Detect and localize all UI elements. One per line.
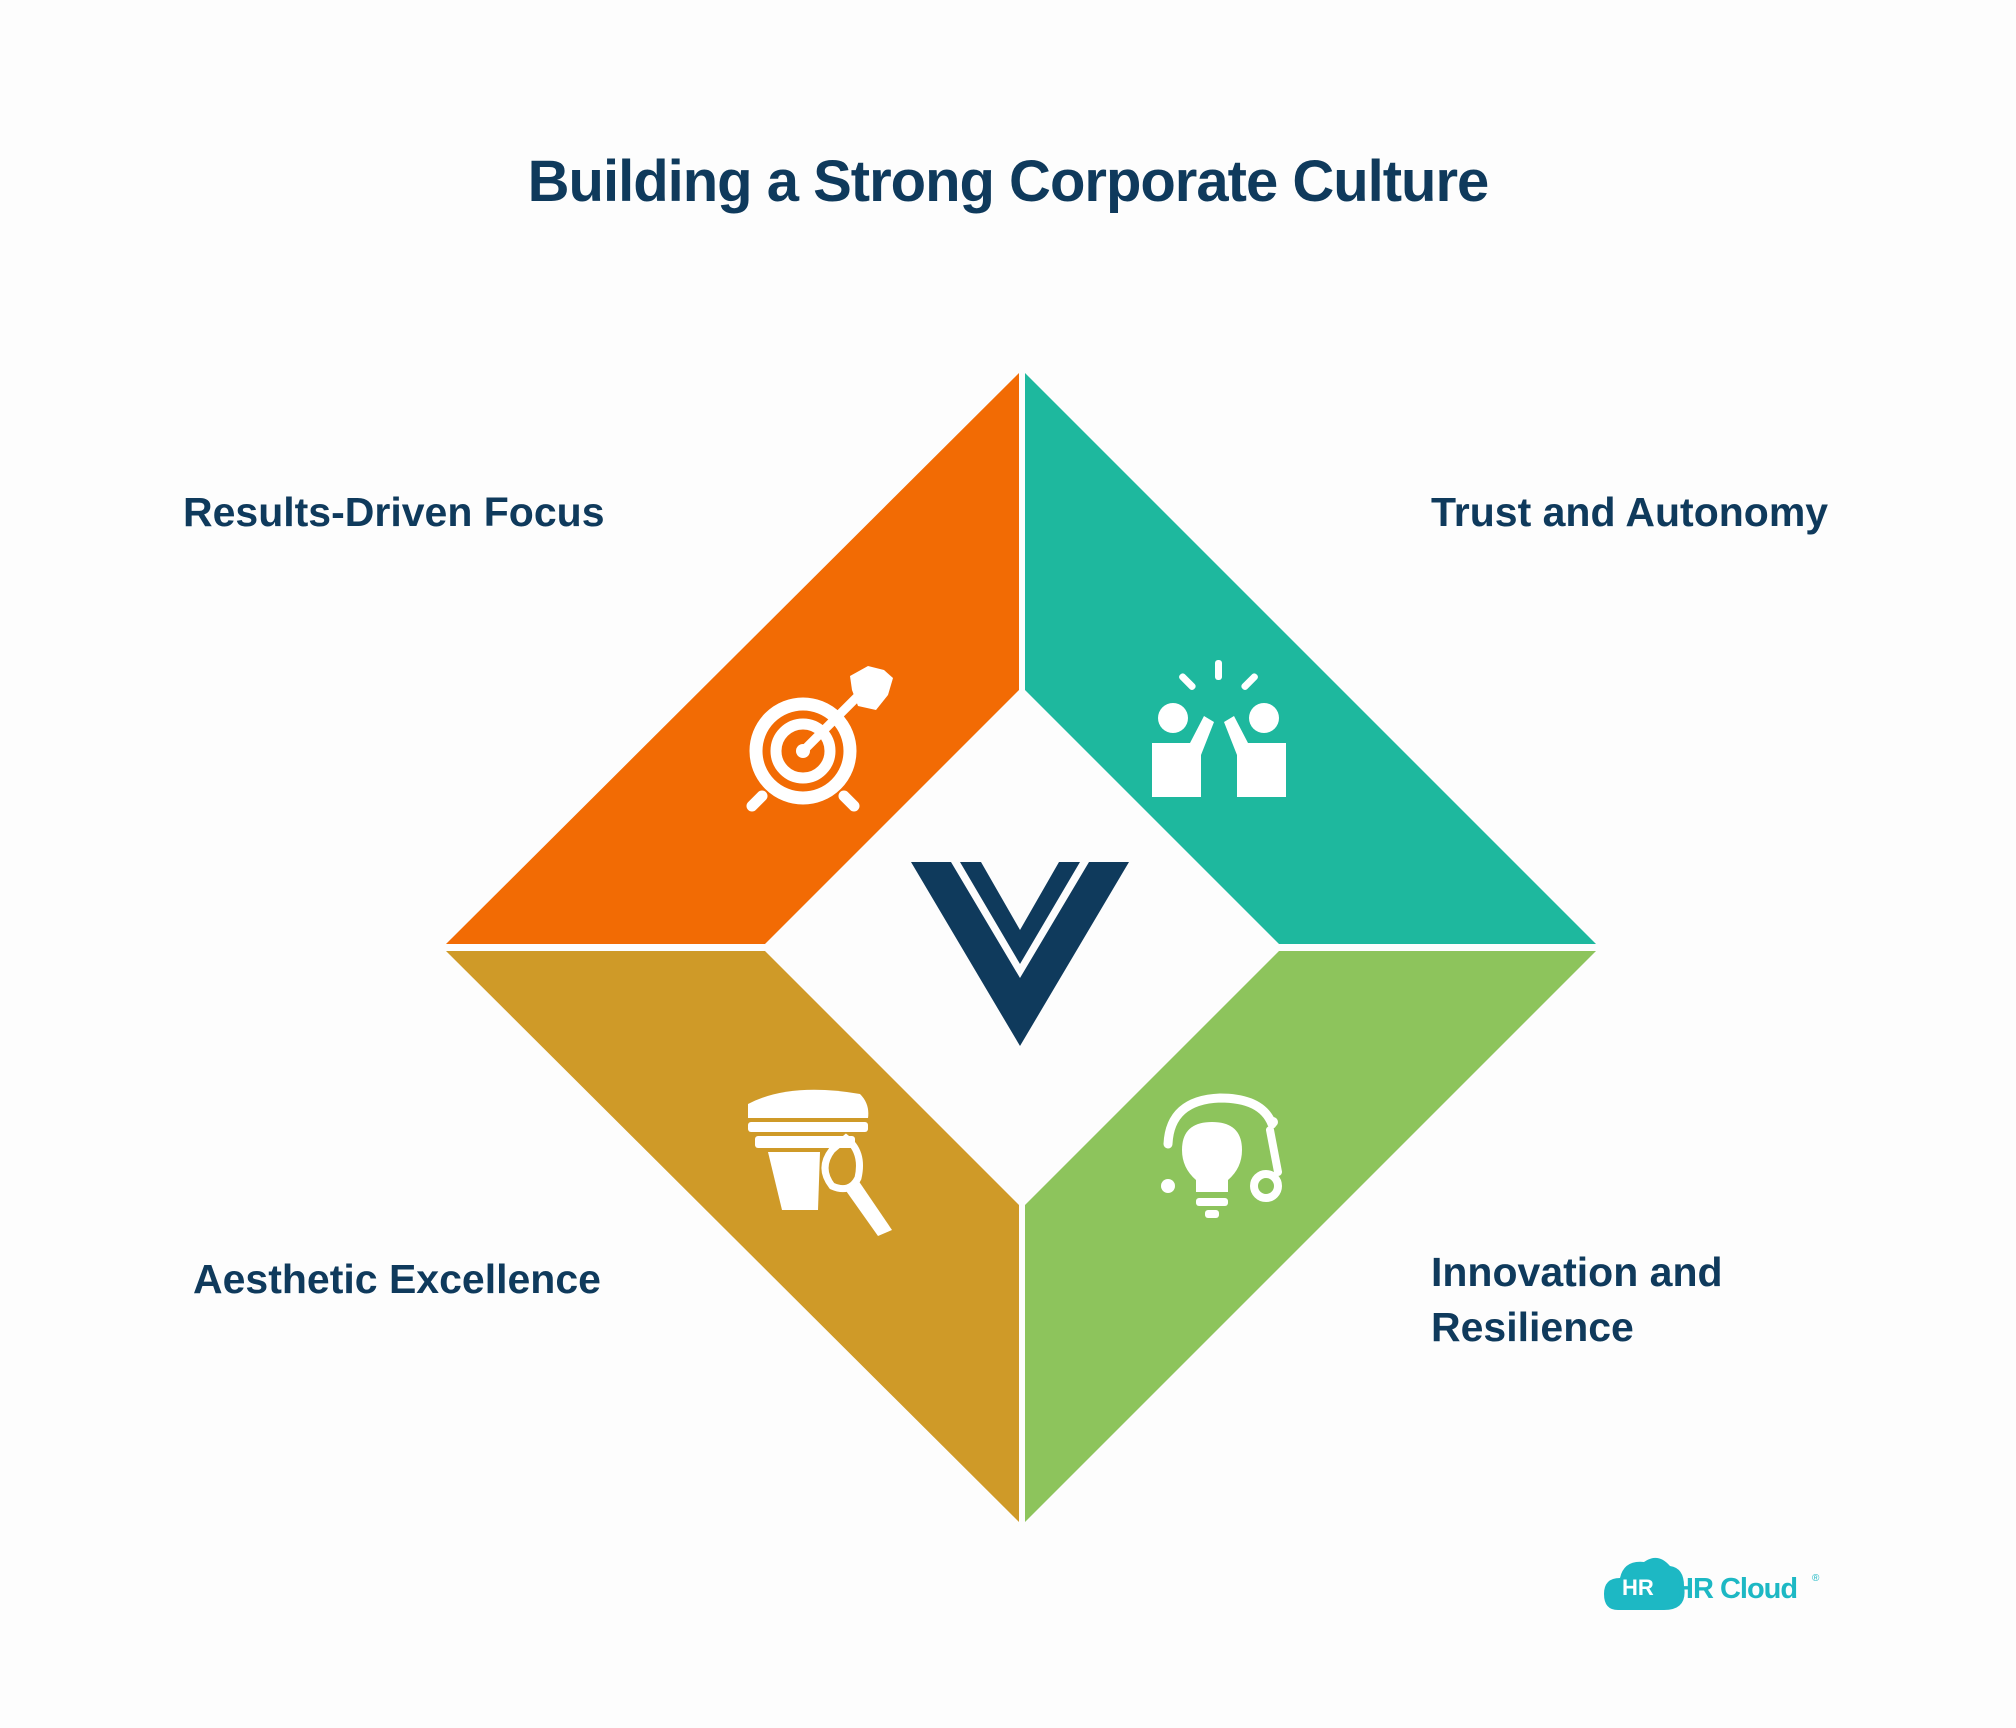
lightbulb-icon [1161, 1093, 1282, 1218]
label-innovation-line2: Resilience [1431, 1304, 1634, 1350]
target-arrow-icon [746, 666, 893, 812]
label-aesthetic-excellence: Aesthetic Excellence [193, 1256, 601, 1302]
quadrant-bottom-left [446, 951, 1019, 1522]
label-innovation-line1: Innovation and [1431, 1249, 1723, 1295]
brand-name: HR Cloud [1673, 1573, 1798, 1605]
diagram-title: Building a Strong Corporate Culture [527, 149, 1490, 214]
v-logo-icon [911, 862, 1129, 1046]
label-innovation-and-resilience: Innovation and Resilience [1431, 1245, 1723, 1355]
high-five-icon [1152, 660, 1286, 797]
hr-cloud-logo-icon [1604, 1557, 1685, 1610]
quadrant-top-left [446, 373, 1019, 944]
artist-brush-icon [748, 1089, 892, 1236]
quadrant-top-right [1025, 373, 1596, 944]
quadrant-bottom-right [1025, 951, 1596, 1522]
brand-trademark: ® [1812, 1573, 1820, 1584]
label-results-driven-focus: Results-Driven Focus [183, 489, 605, 535]
label-trust-and-autonomy: Trust and Autonomy [1431, 489, 1829, 535]
hr-badge-text: HR [1622, 1575, 1654, 1600]
